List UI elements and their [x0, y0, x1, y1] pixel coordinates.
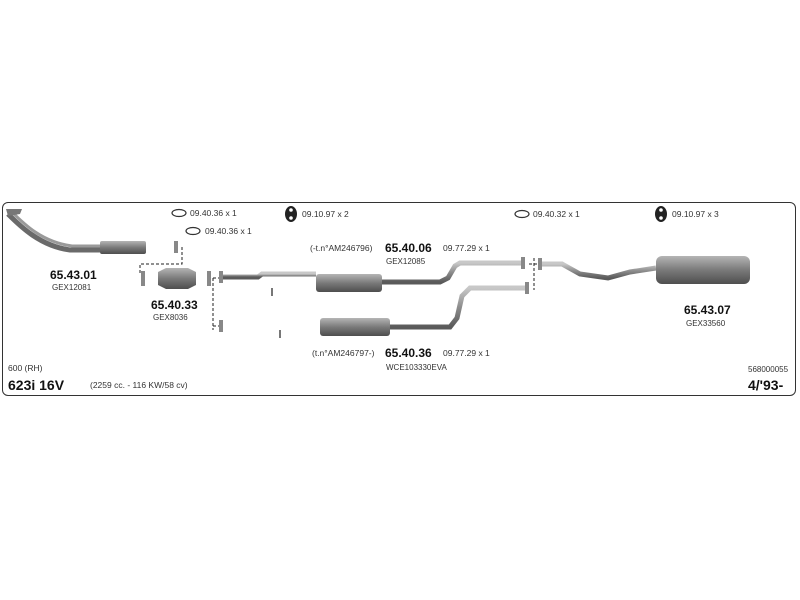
middle-pipe-upper	[219, 257, 525, 296]
hardware-label: 09.10.97 x 2	[302, 209, 349, 219]
diagram-frame	[2, 202, 796, 396]
part-ref: WCE103330EVA	[386, 363, 447, 372]
part-ref: GEX33560	[686, 319, 726, 328]
rubber-hanger-icon	[655, 206, 667, 222]
part-code: 65.43.01	[50, 268, 97, 282]
catalyst	[141, 268, 211, 289]
vehicle-engine: 623i 16V	[8, 377, 65, 393]
part-ref: GEX12085	[386, 257, 426, 266]
middle-pipe-lower	[219, 282, 529, 338]
part-qty: 09.77.29 x 1	[443, 348, 490, 358]
rear-silencer	[538, 256, 790, 284]
part-code: 65.40.36	[385, 346, 432, 360]
clamp-ring-icon	[171, 208, 187, 218]
catalog-number: 568000055	[748, 365, 789, 374]
hardware-label: 09.40.36 x 1	[190, 208, 237, 218]
hardware-label: 09.40.32 x 1	[533, 209, 580, 219]
vehicle-year: 4/'93-	[748, 377, 784, 393]
front-pipe	[6, 209, 178, 254]
part-ref: GEX12081	[52, 283, 92, 292]
vehicle-model-line: 600 (RH)	[8, 363, 43, 373]
part-note: (-t.n°AM246796)	[310, 243, 373, 253]
part-code: 65.40.06	[385, 241, 432, 255]
vehicle-specs: (2259 cc. - 116 KW/58 cv)	[90, 380, 188, 390]
part-ref: GEX8036	[153, 313, 188, 322]
hardware-label: 09.10.97 x 3	[672, 209, 719, 219]
clamp-ring-icon	[514, 209, 530, 219]
part-qty: 09.77.29 x 1	[443, 243, 490, 253]
part-note: (t.n°AM246797-)	[312, 348, 375, 358]
clamp-ring-icon	[185, 226, 201, 236]
part-code: 65.40.33	[151, 298, 198, 312]
connector-dashed	[139, 247, 183, 275]
rubber-hanger-icon	[285, 206, 297, 222]
part-code: 65.43.07	[684, 303, 731, 317]
hardware-label: 09.40.36 x 1	[205, 226, 252, 236]
